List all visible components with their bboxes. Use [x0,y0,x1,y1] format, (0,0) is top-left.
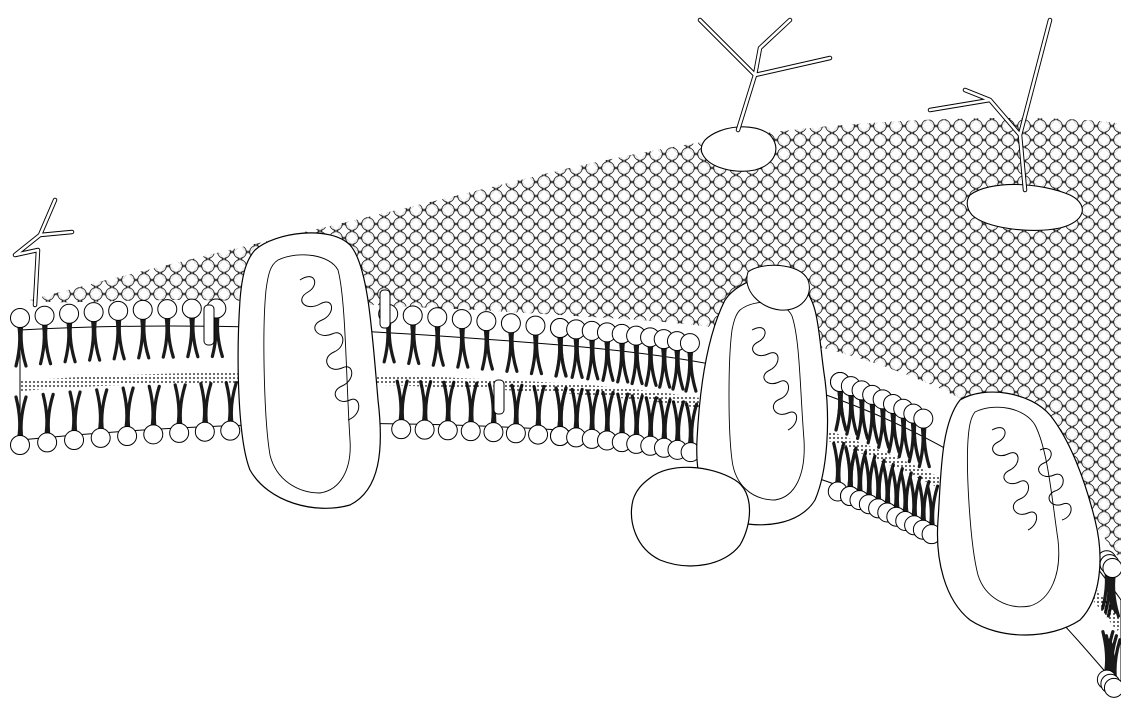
carbohydrate-chain [700,20,830,130]
peripheral-protein [631,467,749,566]
integral-protein [238,233,380,508]
glycoprotein [15,200,72,305]
